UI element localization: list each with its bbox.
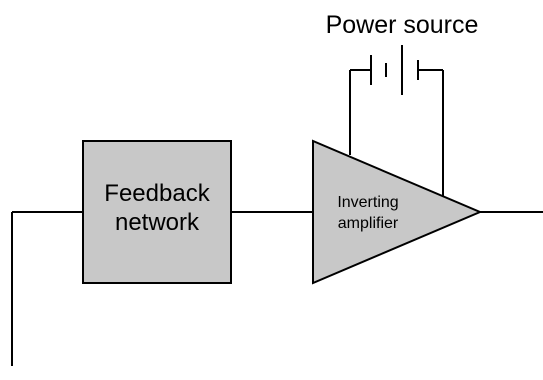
amplifier-triangle: [312, 139, 483, 285]
amplifier-label-line2: amplifier: [338, 215, 399, 232]
feedback-network-label-line1: Feedback: [104, 180, 210, 207]
inverting-amplifier-block: Inverting amplifier: [312, 139, 483, 285]
feedback-network-label-line2: network: [115, 209, 200, 236]
feedback-network-block: Feedback network: [82, 140, 232, 284]
power-source-label: Power source: [326, 11, 479, 39]
amplifier-label-line1: Inverting: [337, 194, 398, 211]
feedback-network-box: [82, 140, 232, 284]
battery-symbol: [350, 45, 443, 95]
